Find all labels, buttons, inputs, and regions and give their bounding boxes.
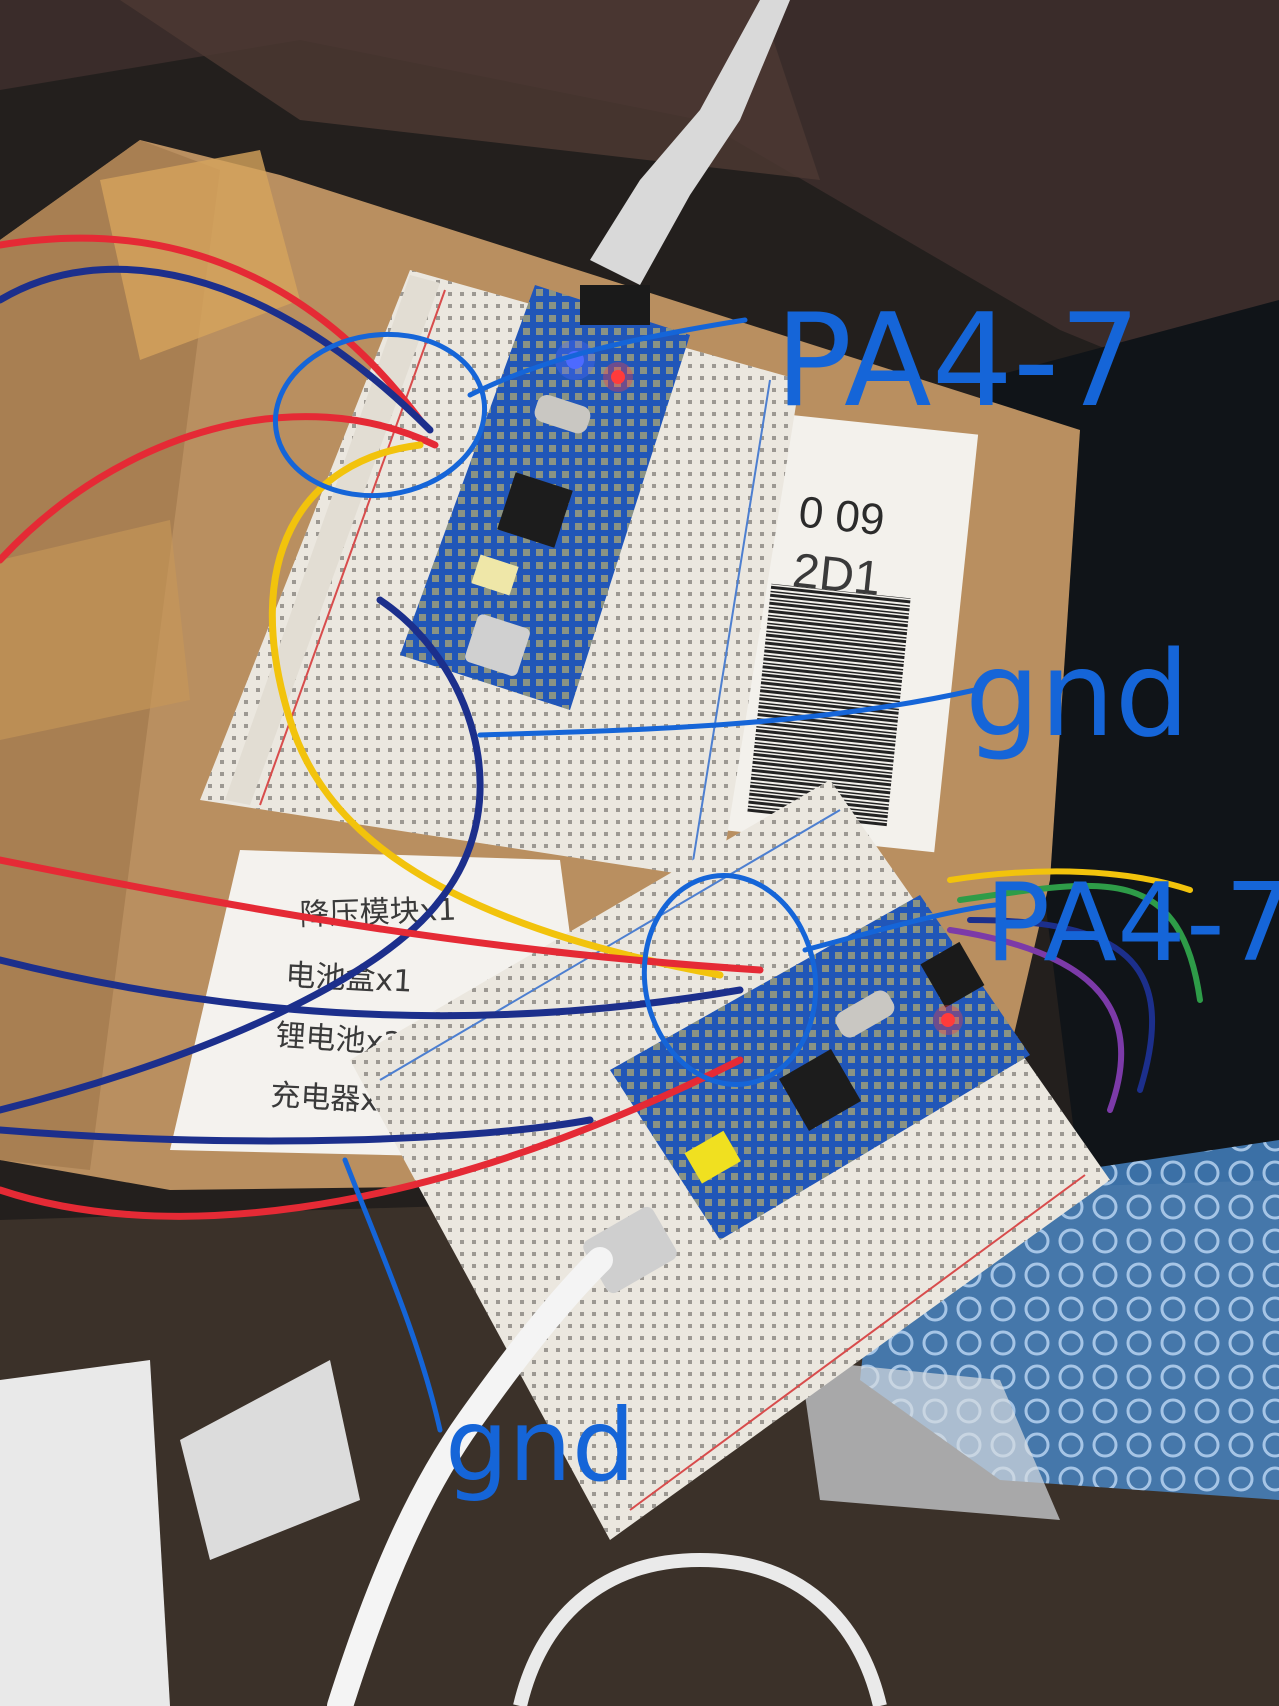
annotation-labels: PA4-7 gnd PA4-7 gnd xyxy=(445,287,1279,1504)
label-line-1: 0 09 xyxy=(796,487,886,545)
bottom-gnd-pointer xyxy=(342,1157,443,1433)
bottom-pin-pointer xyxy=(802,902,998,953)
bottom-gnd-label: gnd xyxy=(445,1387,635,1504)
microcontroller-board-bottom xyxy=(610,895,1030,1240)
label-line-2: 2D1 xyxy=(790,544,883,606)
jumper-wires xyxy=(0,234,1203,1220)
ribbon-cable xyxy=(590,0,790,285)
microcontroller-board-top xyxy=(400,285,690,710)
top-gnd-label: gnd xyxy=(965,625,1190,763)
top-pin-circle xyxy=(272,331,488,499)
annotations xyxy=(272,317,998,1433)
top-gnd-pointer xyxy=(477,687,978,738)
top-pin-pointer xyxy=(467,317,748,398)
bottom-pin-circle xyxy=(641,873,819,1087)
usb-cable xyxy=(0,1206,887,1706)
bottom-pin-label: PA4-7 xyxy=(985,861,1279,986)
top-pin-label: PA4-7 xyxy=(775,287,1141,436)
